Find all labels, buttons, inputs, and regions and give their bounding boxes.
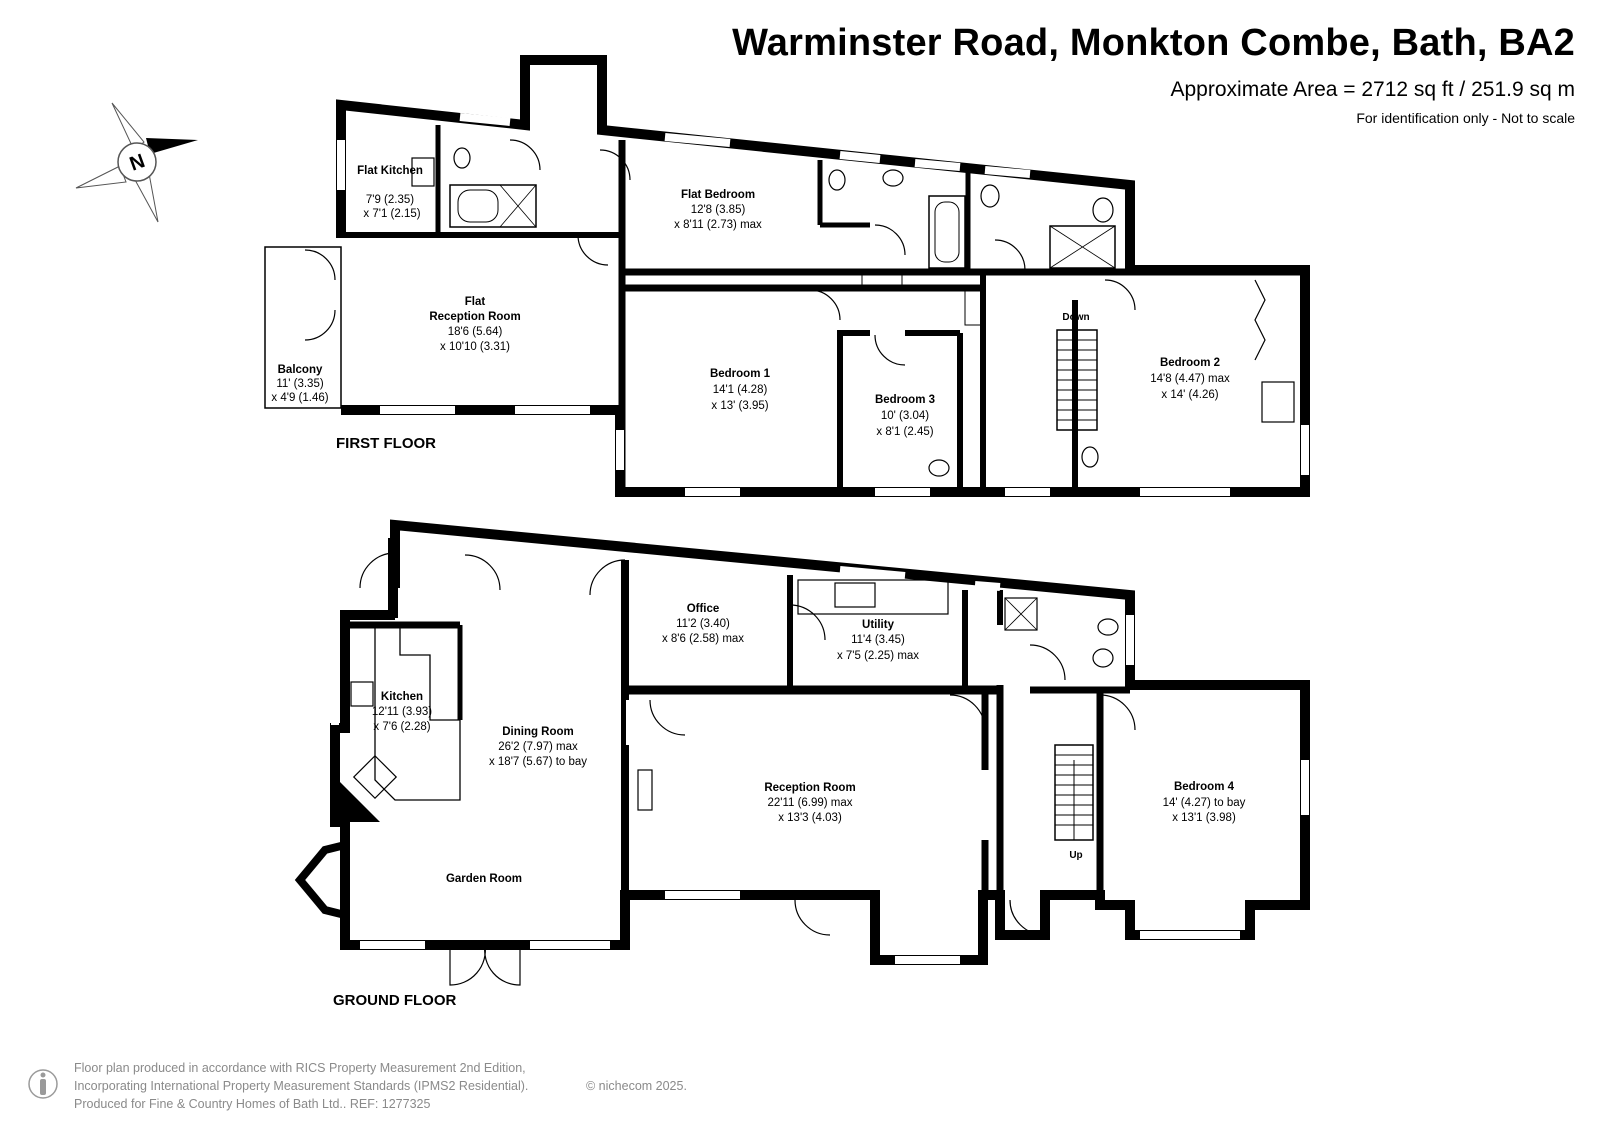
stairs-up-label: Up <box>1069 850 1082 861</box>
footer-line3: Produced for Fine & Country Homes of Bat… <box>74 1097 431 1111</box>
flat-bedroom-dim1: 12'8 (3.85) <box>691 204 746 216</box>
flat-kitchen-name: Flat Kitchen <box>357 165 423 177</box>
office-dim1: 11'2 (3.40) <box>676 618 730 630</box>
office-name: Office <box>687 603 720 615</box>
flat-reception-name2: Reception Room <box>429 311 520 323</box>
balcony-dim1: 11' (3.35) <box>276 378 324 390</box>
reception-dim1: 22'11 (6.99) max <box>767 797 852 809</box>
kitchen-dim2: x 7'6 (2.28) <box>373 721 430 733</box>
flat-reception-dim1: 18'6 (5.64) <box>448 326 503 338</box>
first-floor-plan <box>264 55 1310 497</box>
reception-dim2: x 13'3 (4.03) <box>778 812 842 824</box>
bedroom2-name: Bedroom 2 <box>1160 357 1220 369</box>
dining-name: Dining Room <box>502 726 574 738</box>
utility-dim2: x 7'5 (2.25) max <box>837 650 919 662</box>
bedroom4-dim2: x 13'1 (3.98) <box>1172 812 1236 824</box>
person-icon <box>28 1069 58 1099</box>
balcony-name: Balcony <box>278 364 323 376</box>
flat-kitchen-dim1: 7'9 (2.35) <box>366 194 414 206</box>
kitchen-dim1: 12'11 (3.93) <box>372 706 432 718</box>
first-floor-label: FIRST FLOOR <box>336 435 436 452</box>
stairs-down-label: Down <box>1062 312 1089 323</box>
flat-reception-name1: Flat <box>465 296 486 308</box>
ground-floor-label: GROUND FLOOR <box>333 992 457 1009</box>
utility-name: Utility <box>862 619 895 631</box>
bedroom3-dim2: x 8'1 (2.45) <box>876 426 933 438</box>
dining-dim1: 26'2 (7.97) max <box>498 741 578 753</box>
bedroom2-dim1: 14'8 (4.47) max <box>1150 373 1230 385</box>
utility-dim1: 11'4 (3.45) <box>851 634 905 646</box>
copyright: © nichecom 2025. <box>586 1079 687 1093</box>
room-labels: Flat Kitchen 7'9 (2.35) x 7'1 (2.15) Fla… <box>271 165 1245 885</box>
office-dim2: x 8'6 (2.58) max <box>662 633 744 645</box>
flat-reception-dim2: x 10'10 (3.31) <box>440 341 510 353</box>
bedroom1-dim2: x 13' (3.95) <box>711 400 768 412</box>
compass-label: N <box>127 150 148 176</box>
balcony-dim2: x 4'9 (1.46) <box>271 392 328 404</box>
bedroom4-dim1: 14' (4.27) to bay <box>1163 797 1246 809</box>
footer-line2: Incorporating International Property Mea… <box>74 1079 529 1093</box>
scale-note: For identification only - Not to scale <box>1356 110 1575 126</box>
flat-bedroom-name: Flat Bedroom <box>681 189 755 201</box>
flat-kitchen-dim2: x 7'1 (2.15) <box>363 208 420 220</box>
bedroom1-dim1: 14'1 (4.28) <box>713 384 768 396</box>
footer: Floor plan produced in accordance with R… <box>74 1059 687 1113</box>
flat-bedroom-dim2: x 8'11 (2.73) max <box>674 219 762 231</box>
footer-line1: Floor plan produced in accordance with R… <box>74 1061 526 1075</box>
bedroom4-name: Bedroom 4 <box>1174 781 1235 793</box>
bedroom2-dim2: x 14' (4.26) <box>1161 389 1218 401</box>
reception-name: Reception Room <box>764 782 855 794</box>
approximate-area: Approximate Area = 2712 sq ft / 251.9 sq… <box>1170 78 1576 101</box>
bedroom1-name: Bedroom 1 <box>710 368 771 380</box>
page-title: Warminster Road, Monkton Combe, Bath, BA… <box>732 22 1575 64</box>
bedroom3-name: Bedroom 3 <box>875 394 935 406</box>
bedroom3-dim1: 10' (3.04) <box>881 410 929 422</box>
compass-icon: N <box>75 102 198 223</box>
kitchen-name: Kitchen <box>381 691 423 703</box>
garden-room-name: Garden Room <box>446 873 522 885</box>
dining-dim2: x 18'7 (5.67) to bay <box>489 756 587 768</box>
ground-floor-plan <box>294 519 1310 986</box>
